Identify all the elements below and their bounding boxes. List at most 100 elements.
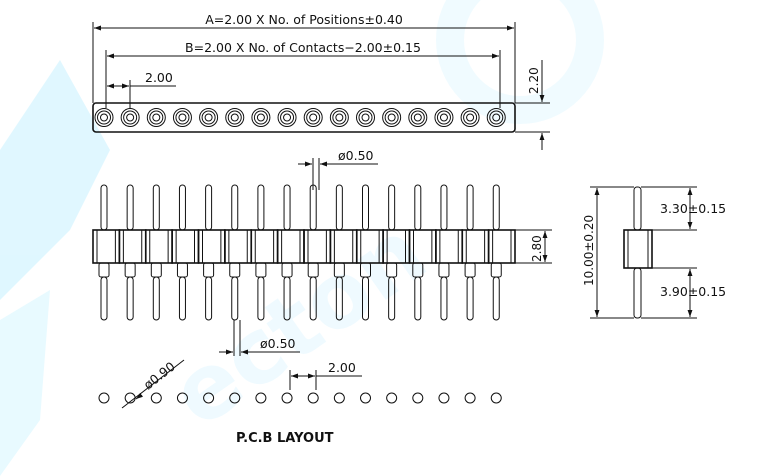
lower-pin	[388, 276, 396, 321]
strip-hole-inner	[335, 113, 344, 122]
strip-hole-outer	[329, 108, 349, 127]
lower-pin	[126, 276, 134, 321]
pcb-hole	[176, 392, 188, 404]
strip-hole-mid	[384, 110, 399, 125]
dimension-pin-diameter-top-label: ø0.50	[338, 148, 374, 163]
strip-hole-outer	[199, 108, 219, 127]
strip-hole-inner	[283, 113, 292, 122]
dimension-total-height-label: 10.00±0.20	[582, 215, 596, 286]
dimension-a: A=2.00 X No. of Positions±0.40	[92, 12, 516, 103]
strip-hole-outer	[434, 108, 454, 127]
strip-hole-outer	[94, 108, 114, 127]
upper-pin	[178, 184, 186, 231]
pcb-hole	[412, 392, 424, 404]
strip-hole-outer	[356, 108, 375, 127]
strip-hole-inner	[178, 113, 187, 122]
upper-pins	[100, 184, 500, 231]
strip-hole-mid	[175, 110, 190, 125]
upper-pin	[126, 184, 134, 231]
lower-pin-shoulder	[490, 262, 502, 278]
strip-hole-outer	[172, 108, 192, 127]
strip-hole-mid	[253, 110, 268, 125]
dimension-pcb-pitch-label: 2.00	[328, 360, 356, 375]
dimension-total-height: 10.00±0.20	[582, 186, 634, 319]
upper-pin	[205, 184, 213, 231]
dimension-pin-diameter-bottom: ø0.50	[219, 320, 300, 356]
upper-pin	[309, 184, 317, 231]
lower-pin-shoulder	[229, 262, 241, 278]
upper-pin	[152, 184, 160, 231]
dimension-pcb-pitch: 2.00	[289, 360, 362, 390]
strip-hole-mid	[410, 110, 425, 125]
upper-pin	[440, 184, 448, 231]
dimension-body-height-label: 2.80	[530, 235, 544, 262]
strip-hole-mid	[123, 110, 138, 125]
lower-pin	[414, 276, 422, 321]
strip-hole-inner	[466, 113, 475, 122]
lower-pin	[335, 276, 343, 321]
lower-pin-shoulder	[150, 262, 162, 278]
lower-pin	[152, 276, 160, 321]
strip-hole-inner	[204, 113, 213, 122]
strip-hole-inner	[361, 113, 370, 122]
pcb-hole	[229, 392, 241, 404]
strip-hole-outer	[251, 108, 271, 127]
dimension-top-pitch: 2.00	[105, 70, 176, 108]
strip-hole-mid	[489, 110, 504, 125]
top-view-strip	[92, 102, 516, 133]
front-view	[92, 184, 516, 321]
housing-cells	[92, 229, 516, 264]
dimension-pin-diameter-bottom-label: ø0.50	[260, 336, 296, 351]
strip-hole-inner	[100, 113, 108, 122]
strip-holes	[94, 108, 506, 127]
lower-pins	[98, 262, 502, 321]
strip-hole-outer	[225, 108, 245, 127]
strip-hole-inner	[309, 113, 318, 122]
pcb-layout-label: P.C.B LAYOUT	[236, 431, 334, 446]
lower-pin	[178, 276, 186, 321]
strip-hole-mid	[227, 110, 242, 125]
strip-hole-inner	[230, 113, 239, 122]
pcb-hole	[98, 392, 110, 404]
strip-hole-outer	[408, 108, 428, 127]
lower-pin-shoulder	[124, 262, 136, 278]
pcb-hole	[255, 392, 267, 404]
strip-hole-mid	[358, 110, 373, 125]
strip-hole-inner	[152, 113, 161, 122]
dimension-upper-pin-length: 3.30±0.15	[641, 186, 726, 231]
lower-pin-shoulder	[98, 262, 110, 278]
lower-pin	[100, 276, 108, 321]
strip-hole-mid	[306, 110, 321, 125]
watermark: ecton	[0, 0, 604, 476]
side-view	[623, 186, 653, 319]
upper-pin	[492, 184, 500, 231]
strip-hole-inner	[439, 113, 448, 122]
svg-text:ecton: ecton	[152, 200, 444, 449]
lower-pin	[362, 276, 369, 321]
upper-pin	[100, 184, 108, 231]
strip-hole-inner	[413, 113, 422, 122]
pcb-hole	[360, 392, 371, 404]
dimension-top-pitch-label: 2.00	[145, 70, 173, 85]
upper-pin	[231, 184, 239, 231]
strip-hole-outer	[382, 108, 402, 127]
strip-outline	[92, 102, 516, 133]
strip-hole-outer	[486, 108, 506, 127]
dimension-lower-pin-length: 3.90±0.15	[641, 267, 726, 319]
upper-pin	[283, 184, 291, 231]
strip-hole-mid	[280, 110, 295, 125]
dimension-pin-diameter-top: ø0.50	[298, 148, 378, 190]
pcb-hole	[464, 392, 476, 404]
strip-hole-outer	[120, 108, 140, 127]
pcb-hole	[281, 392, 293, 404]
strip-hole-outer	[460, 108, 480, 127]
pcb-hole	[438, 392, 450, 404]
lower-pin-shoulder	[203, 262, 215, 278]
lower-pin	[440, 276, 448, 321]
dimension-lower-pin-length-label: 3.90±0.15	[660, 284, 726, 299]
dimension-a-label: A=2.00 X No. of Positions±0.40	[205, 12, 403, 27]
strip-hole-inner	[256, 113, 265, 122]
dimension-upper-pin-length-label: 3.30±0.15	[660, 201, 726, 216]
upper-pin	[414, 184, 422, 231]
